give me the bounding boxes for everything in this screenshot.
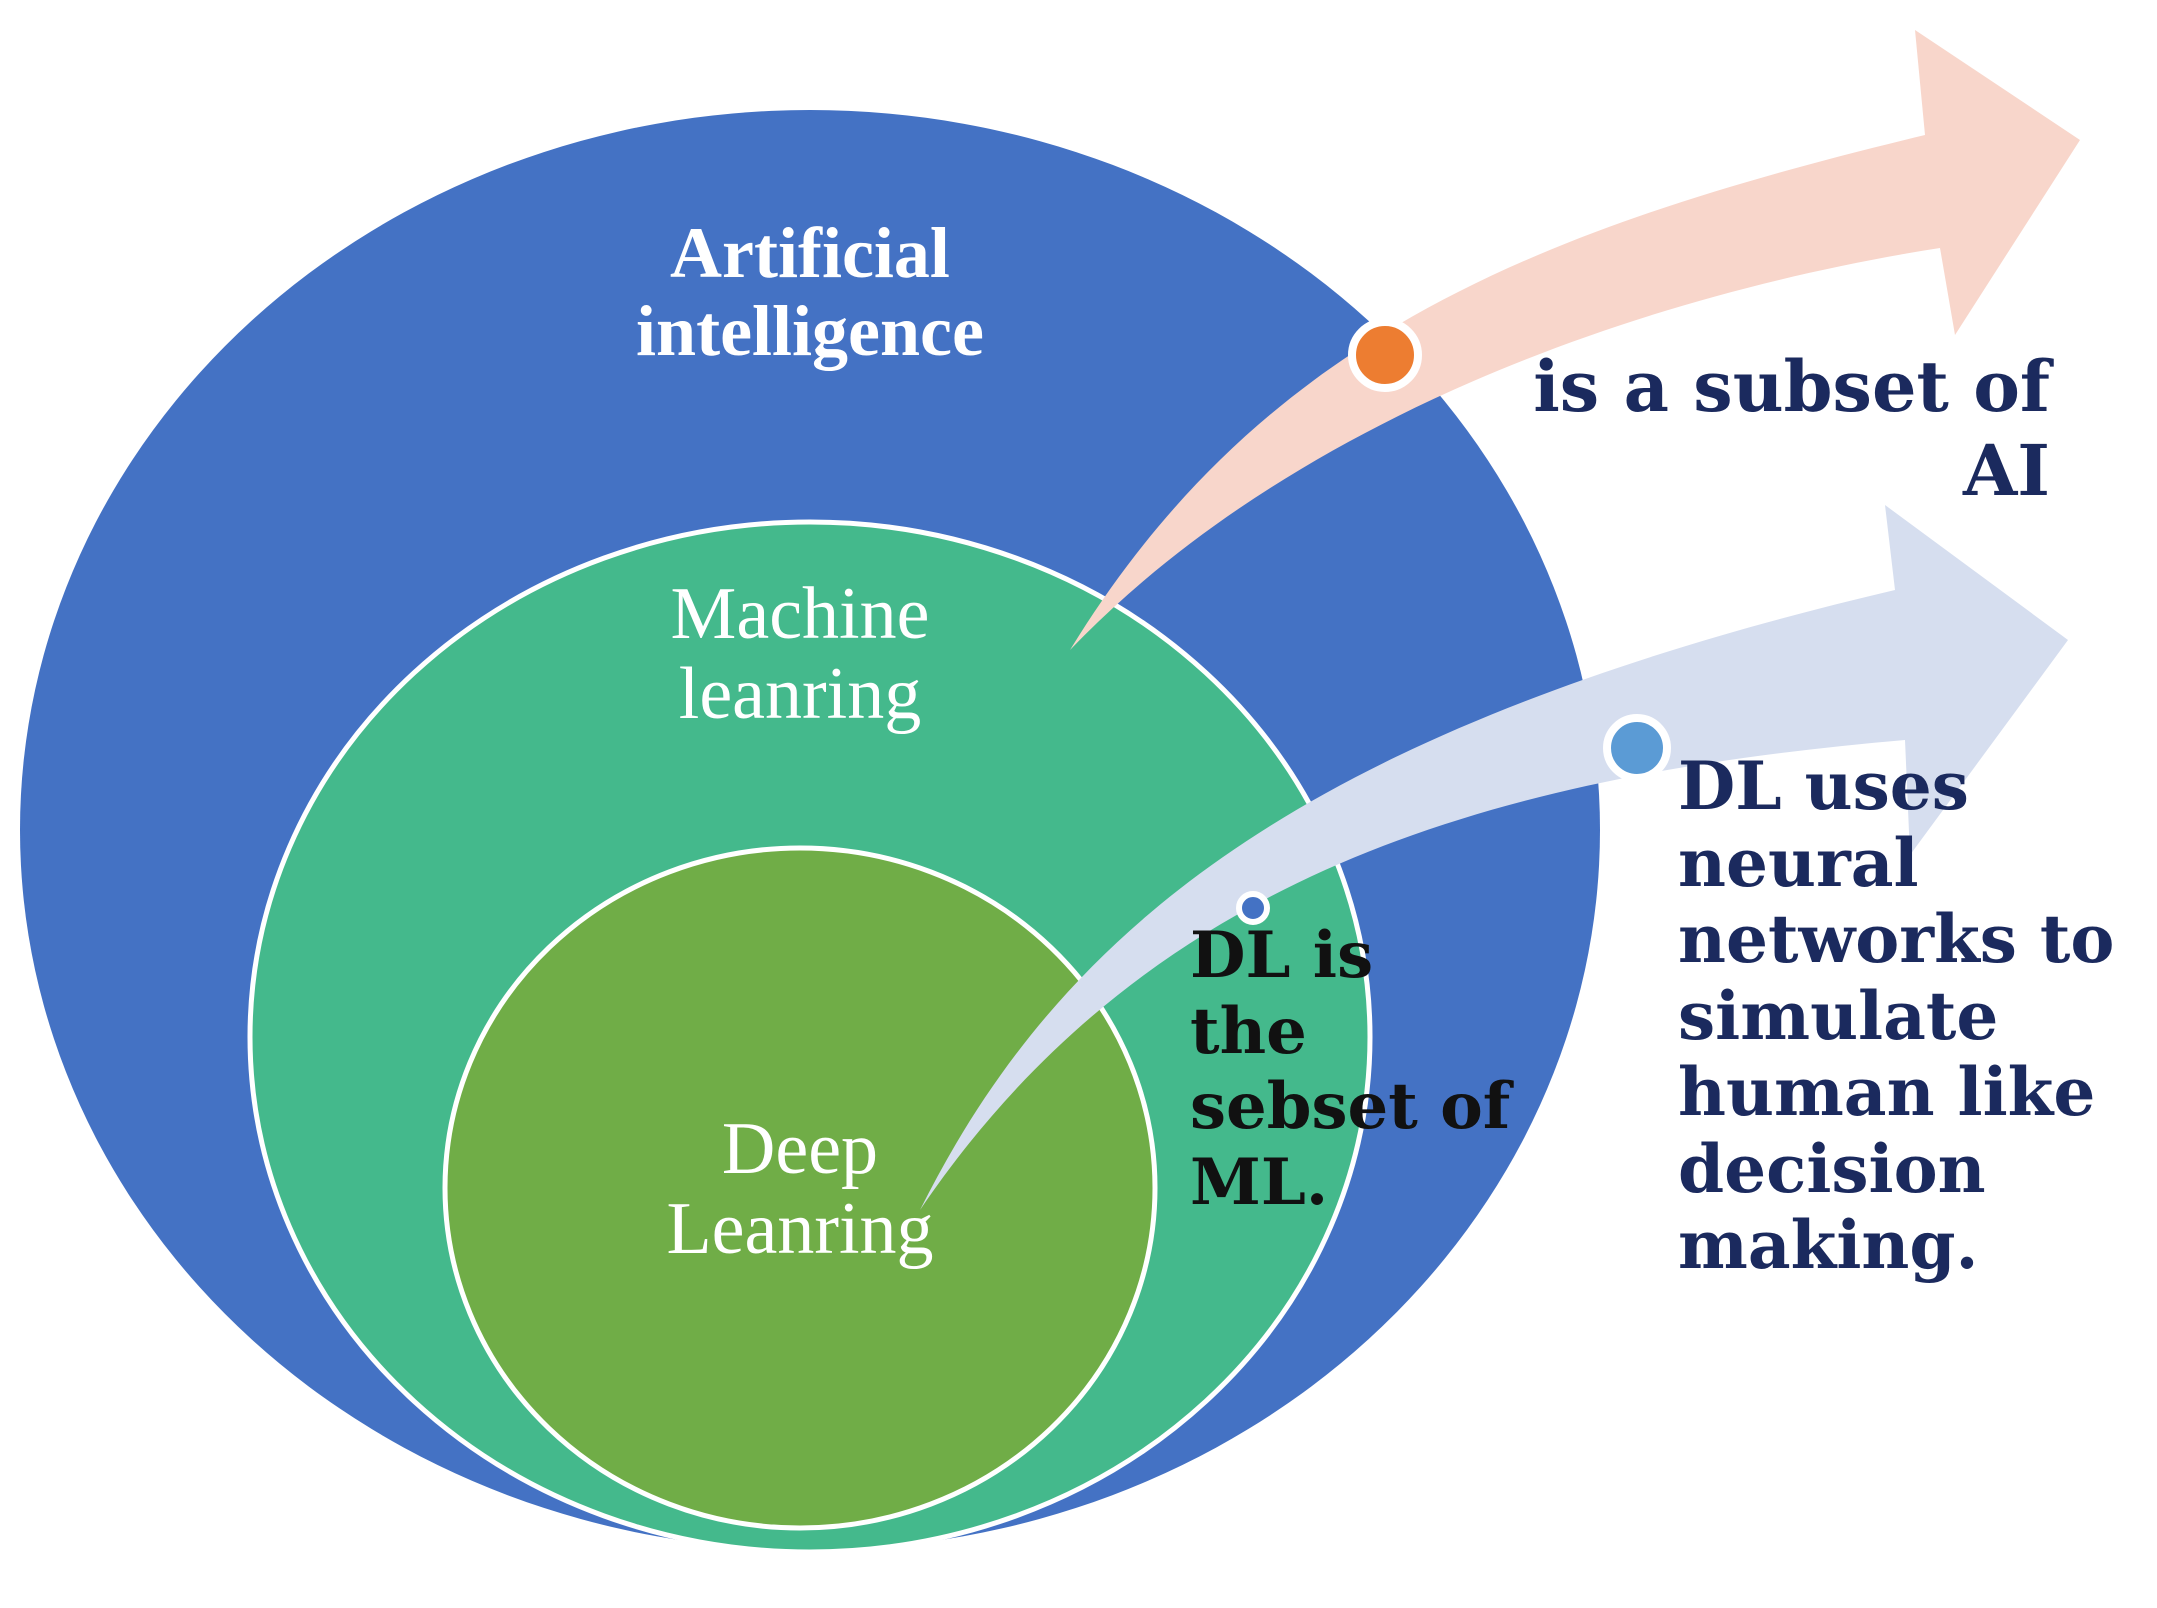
- callout-line: decision: [1678, 1129, 1986, 1208]
- ml-subset-of-ai-callout: is a subset of AI: [1490, 352, 2050, 506]
- dl-circle: [442, 845, 1158, 1531]
- ai-label-line: Artificial: [670, 213, 950, 293]
- ml-label-line: leanring: [678, 652, 922, 735]
- callout-line: sebset of: [1190, 1069, 1511, 1145]
- callout-line: ML.: [1190, 1144, 1329, 1220]
- dl-circle-label: Deep Leanring: [500, 1108, 1100, 1270]
- callout-line: the: [1190, 993, 1307, 1069]
- callout-line: human like: [1678, 1053, 2096, 1132]
- upper-arrow-marker-icon: [1348, 318, 1422, 392]
- dl-subset-of-ml-callout: DL is the sebset of ML.: [1190, 918, 1590, 1220]
- dl-label-line: Leanring: [666, 1187, 934, 1270]
- callout-line: simulate: [1678, 976, 1999, 1055]
- callout-line: DL is: [1190, 918, 1374, 993]
- ai-circle-label: Artificial intelligence: [510, 213, 1110, 371]
- lower-arrow: [920, 505, 2068, 1210]
- dl-label-line: Deep: [721, 1108, 879, 1190]
- callout-line: AI: [1962, 429, 2050, 512]
- callout-line: making.: [1678, 1206, 1979, 1285]
- upper-arrow: [1070, 30, 2080, 650]
- ai-label-line: intelligence: [636, 290, 984, 371]
- ml-callout-marker-icon: [1236, 891, 1270, 925]
- lower-arrow-marker-icon: [1603, 714, 1671, 782]
- callout-line: networks to: [1678, 900, 2115, 979]
- ml-circle-label: Machine leanring: [500, 573, 1100, 735]
- callout-line: DL uses: [1678, 747, 1969, 825]
- dl-description-callout: DL uses neural networks to simulate huma…: [1678, 748, 2148, 1284]
- ml-label-line: Machine: [670, 573, 930, 655]
- callout-line: neural: [1678, 823, 1919, 902]
- callout-line: is a subset of: [1533, 345, 2050, 428]
